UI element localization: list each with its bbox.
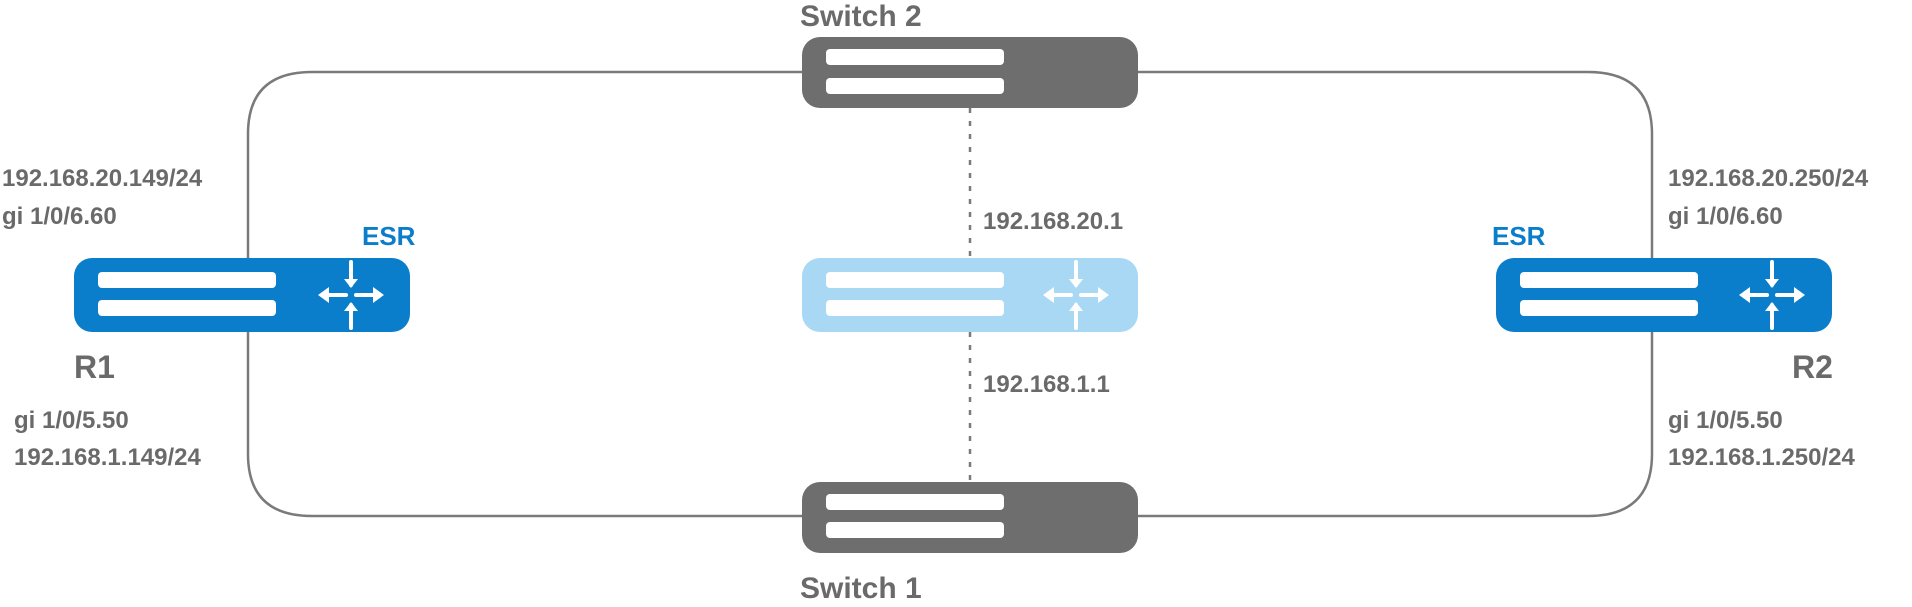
r2-lower-port: gi 1/0/5.50 xyxy=(1668,407,1783,434)
switch-1-body xyxy=(802,482,1138,553)
switch-ports-icon xyxy=(826,49,1004,94)
switch-2-label: Switch 2 xyxy=(800,0,922,33)
switch-ports-icon xyxy=(826,494,1004,538)
r2-lower-ip: 192.168.1.250/24 xyxy=(1668,444,1855,471)
r2-brand: ESR xyxy=(1492,221,1546,251)
switch-2[interactable] xyxy=(802,37,1138,108)
router-r2[interactable] xyxy=(1496,258,1832,332)
r2-name: R2 xyxy=(1792,349,1833,385)
switch-1[interactable] xyxy=(802,482,1138,553)
r1-lower-port: gi 1/0/5.50 xyxy=(14,407,129,434)
switch-ports-icon xyxy=(826,272,1004,316)
r1-upper-ip: 192.168.20.149/24 xyxy=(2,165,203,192)
r1-upper-port: gi 1/0/6.60 xyxy=(2,203,117,230)
link-switch2-r2 xyxy=(1136,70,1654,262)
switch-ports-icon xyxy=(1520,272,1698,316)
r1-lower-ip: 192.168.1.149/24 xyxy=(14,444,201,471)
center-ip-top: 192.168.20.1 xyxy=(983,208,1123,235)
router-arrows-icon xyxy=(1739,260,1805,330)
router-arrows-icon xyxy=(1043,260,1109,330)
r1-brand: ESR xyxy=(362,221,416,251)
link-r1-switch1 xyxy=(246,328,804,518)
router-r1[interactable] xyxy=(74,258,410,332)
r2-upper-ip: 192.168.20.250/24 xyxy=(1668,165,1869,192)
switch-ports-icon xyxy=(98,272,276,316)
center-router[interactable] xyxy=(802,258,1138,332)
link-switch1-r2 xyxy=(1136,328,1654,518)
switch-2-body xyxy=(802,37,1138,108)
router-arrows-icon xyxy=(318,260,384,330)
link-r1-switch2 xyxy=(246,70,804,262)
r1-name: R1 xyxy=(74,349,115,385)
r2-upper-port: gi 1/0/6.60 xyxy=(1668,203,1783,230)
switch-1-label: Switch 1 xyxy=(800,572,922,602)
links xyxy=(246,70,1654,518)
center-ip-bottom: 192.168.1.1 xyxy=(983,371,1110,398)
